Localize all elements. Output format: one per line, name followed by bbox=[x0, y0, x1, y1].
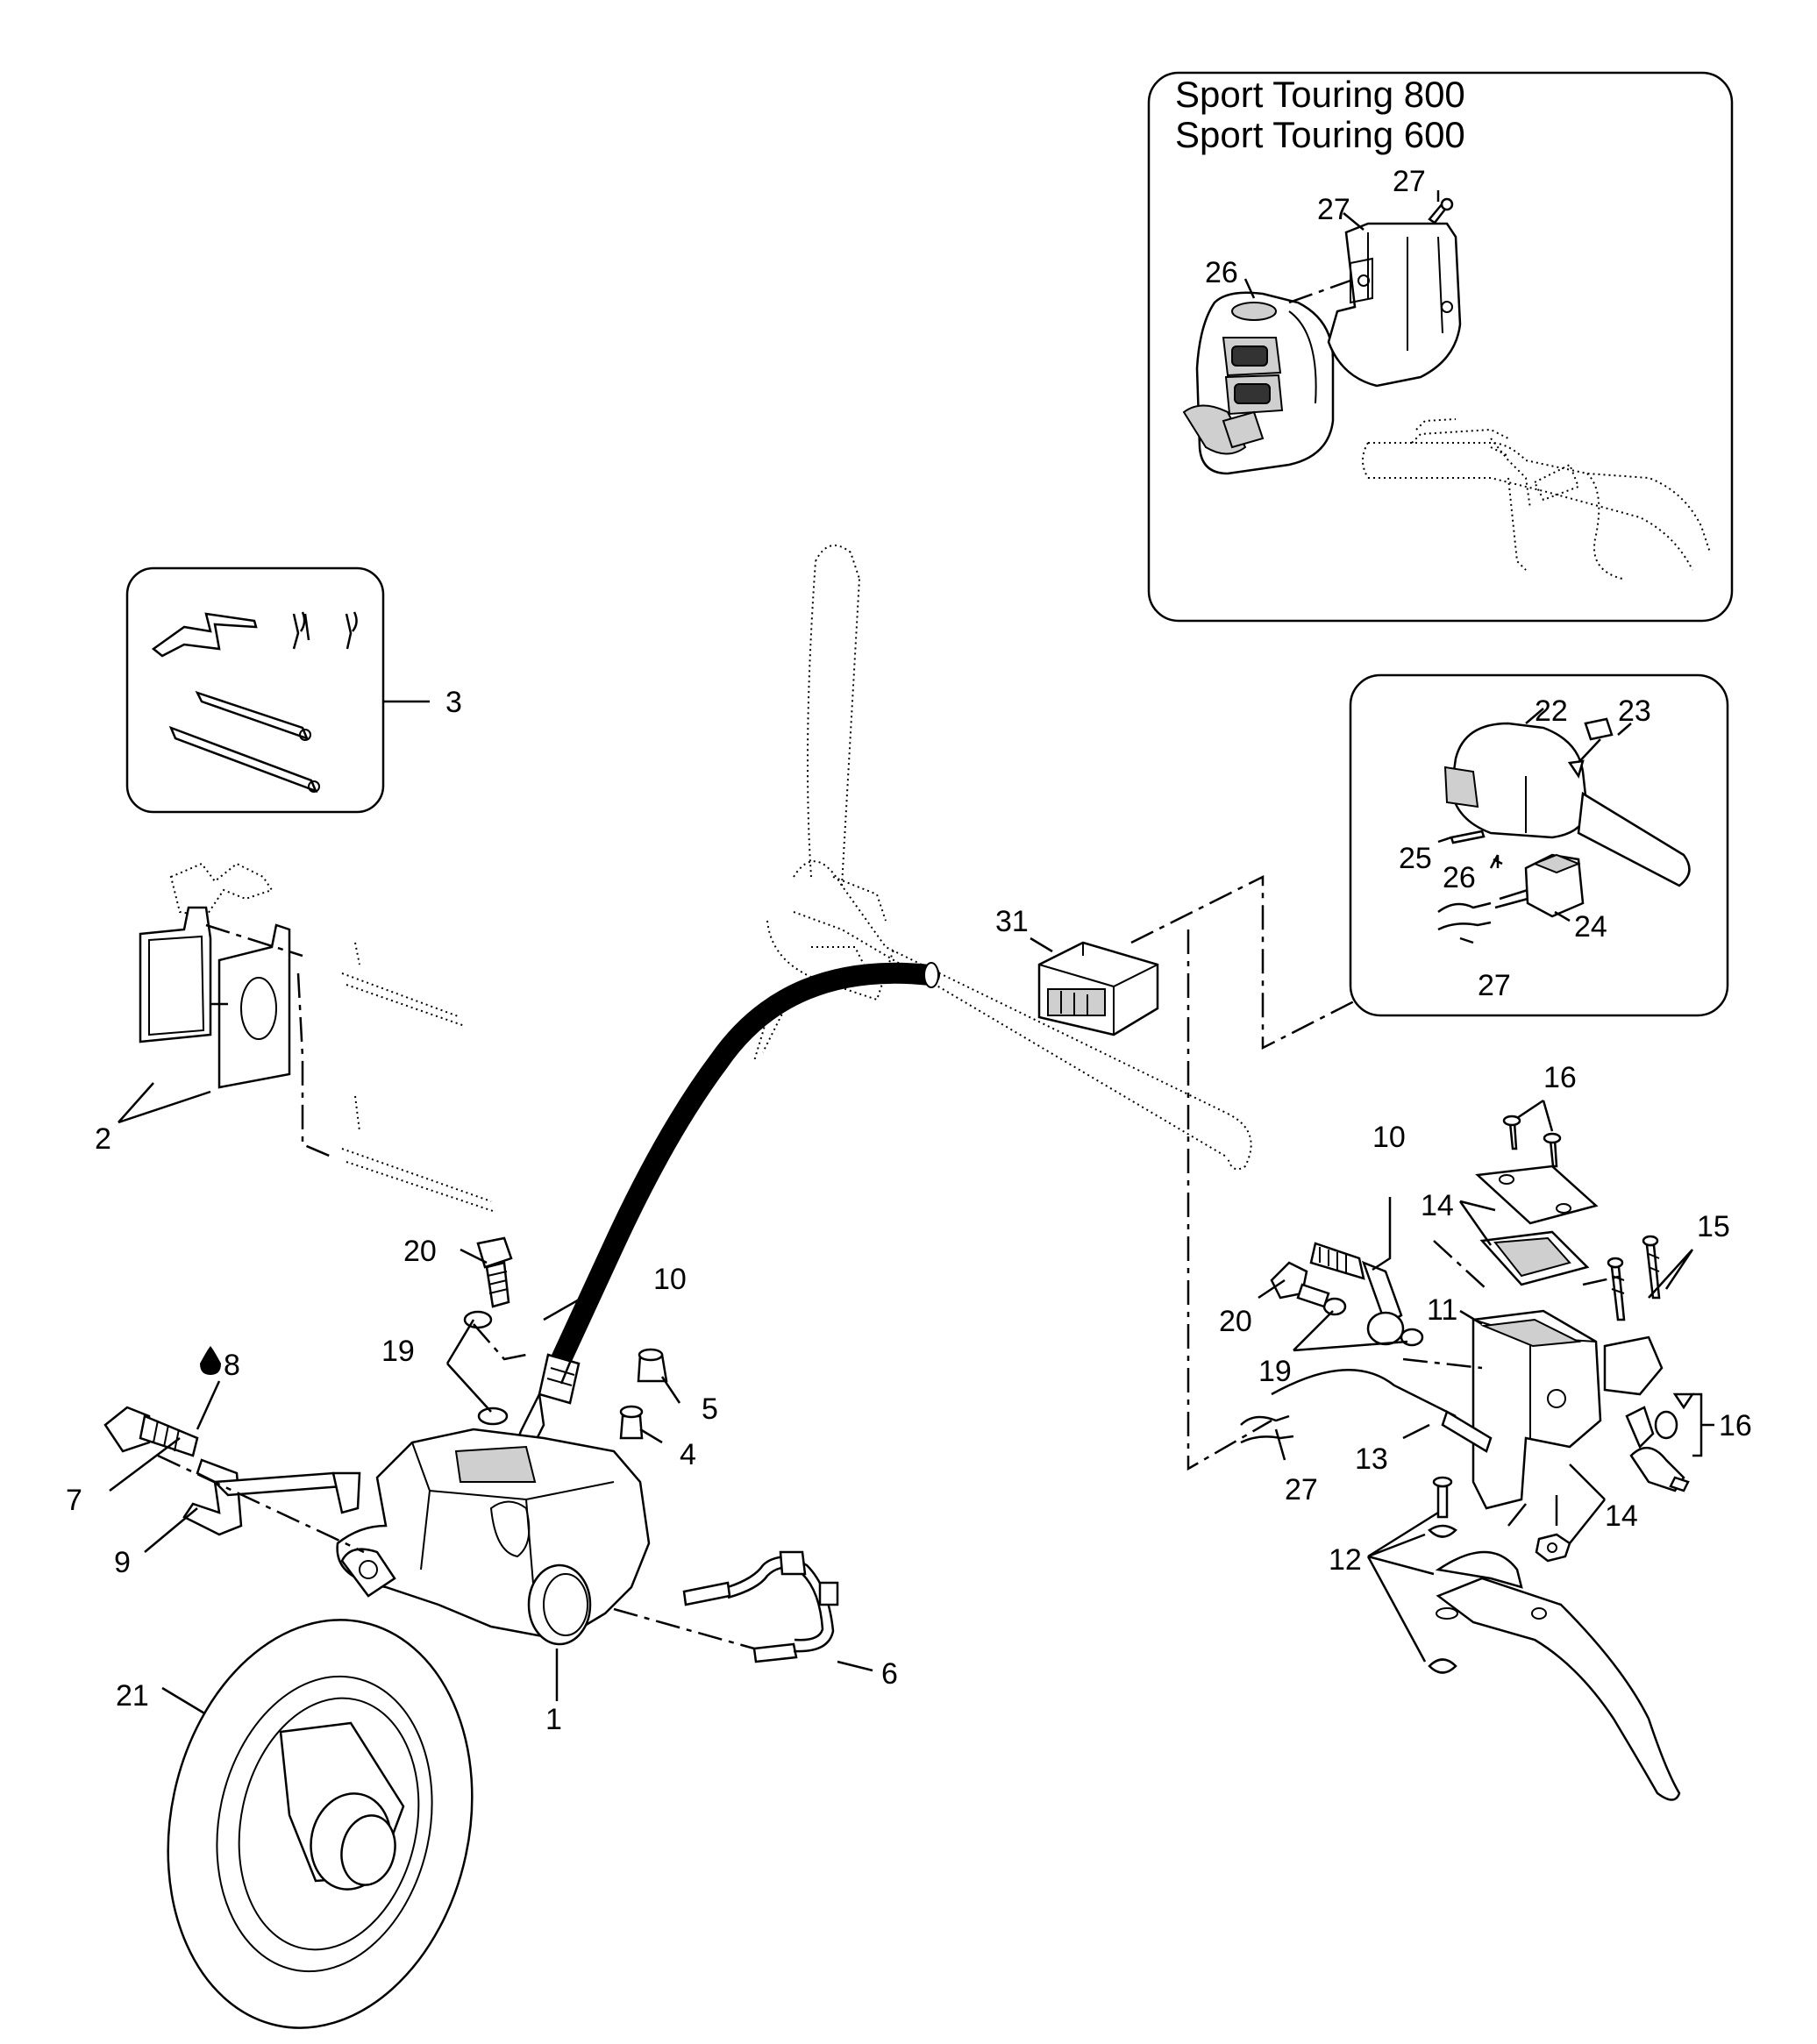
callout-8: 8 bbox=[224, 1349, 240, 1382]
callout-15: 14 bbox=[1421, 1189, 1454, 1222]
callout-19a: 19 bbox=[381, 1335, 415, 1368]
caliper-assembly: 20 19 10 5 4 6 8 7 9 1 21 bbox=[66, 1235, 898, 1736]
callout-1: 1 bbox=[545, 1703, 562, 1736]
brake-pads-part: 2 bbox=[95, 862, 496, 1213]
sport-touring-inset: Sport Touring 800 Sport Touring 600 bbox=[1147, 71, 1734, 623]
callout-31: 27 bbox=[1393, 165, 1426, 198]
brake-hose-part bbox=[551, 962, 940, 1370]
callout-27a: 27 bbox=[1478, 969, 1511, 1002]
callout-5: 5 bbox=[702, 1392, 718, 1426]
handlebar-context bbox=[1362, 418, 1711, 580]
callout-18: 16 bbox=[1543, 1061, 1577, 1094]
callout-27b: 27 bbox=[1285, 1473, 1318, 1506]
callout-12: 12 bbox=[1329, 1543, 1362, 1577]
callout-28: 31 bbox=[995, 905, 1029, 938]
screw-part bbox=[1428, 197, 1454, 224]
callout-3: 3 bbox=[445, 686, 462, 719]
callout-14: 14 bbox=[1605, 1499, 1638, 1533]
hardware-kit-inset: 3 bbox=[125, 566, 462, 814]
callout-10b: 10 bbox=[1372, 1121, 1406, 1154]
switch-cover-part bbox=[1327, 222, 1462, 388]
callout-2: 2 bbox=[95, 1122, 111, 1156]
callout-11: 11 bbox=[1427, 1293, 1457, 1327]
terminal-27-part bbox=[1437, 901, 1492, 931]
callout-4: 4 bbox=[680, 1438, 696, 1471]
callout-9: 9 bbox=[114, 1546, 131, 1579]
connector-wire-path-2 bbox=[1186, 929, 1272, 1471]
callout-29: 26 bbox=[1205, 256, 1238, 289]
callout-22: 22 bbox=[1535, 694, 1568, 728]
callout-19b: 19 bbox=[1258, 1355, 1292, 1388]
label-23-part bbox=[1584, 717, 1614, 741]
callout-30: 27 bbox=[1317, 193, 1350, 226]
switch-housing-part bbox=[1182, 291, 1335, 475]
heater-switch-inset: 22 23 25 26 24 27 bbox=[1349, 673, 1729, 1017]
callout-7: 7 bbox=[66, 1484, 82, 1517]
heater-switch-part bbox=[1494, 853, 1585, 918]
callout-21: 21 bbox=[116, 1679, 149, 1713]
connector-28-part: 31 bbox=[995, 905, 1159, 1036]
callout-17: 16 bbox=[1719, 1409, 1752, 1442]
callout-25: 25 bbox=[1399, 842, 1432, 875]
callout-20a: 20 bbox=[403, 1235, 437, 1268]
inset-title-line1: Sport Touring 800 bbox=[1175, 74, 1465, 115]
handlebar-outline bbox=[753, 545, 1252, 1171]
callout-6: 6 bbox=[881, 1657, 898, 1691]
callout-20b: 20 bbox=[1219, 1305, 1252, 1338]
throttle-housing-part bbox=[1443, 722, 1691, 887]
master-cylinder-assembly: 16 10 14 15 11 20 19 16 13 27 14 12 bbox=[1219, 1061, 1752, 1801]
callout-24: 24 bbox=[1574, 910, 1607, 944]
callout-10a: 10 bbox=[653, 1263, 687, 1296]
callout-13: 13 bbox=[1355, 1442, 1388, 1476]
callout-16: 15 bbox=[1697, 1210, 1730, 1243]
grease-drop-icon bbox=[200, 1346, 221, 1375]
callout-23: 23 bbox=[1618, 694, 1651, 728]
brake-disc-part bbox=[167, 1619, 474, 2029]
screw-25-part bbox=[1450, 830, 1486, 844]
connector-wire-path bbox=[1130, 874, 1358, 1050]
inset-title-line2: Sport Touring 600 bbox=[1175, 114, 1465, 155]
callout-26: 26 bbox=[1443, 861, 1476, 894]
